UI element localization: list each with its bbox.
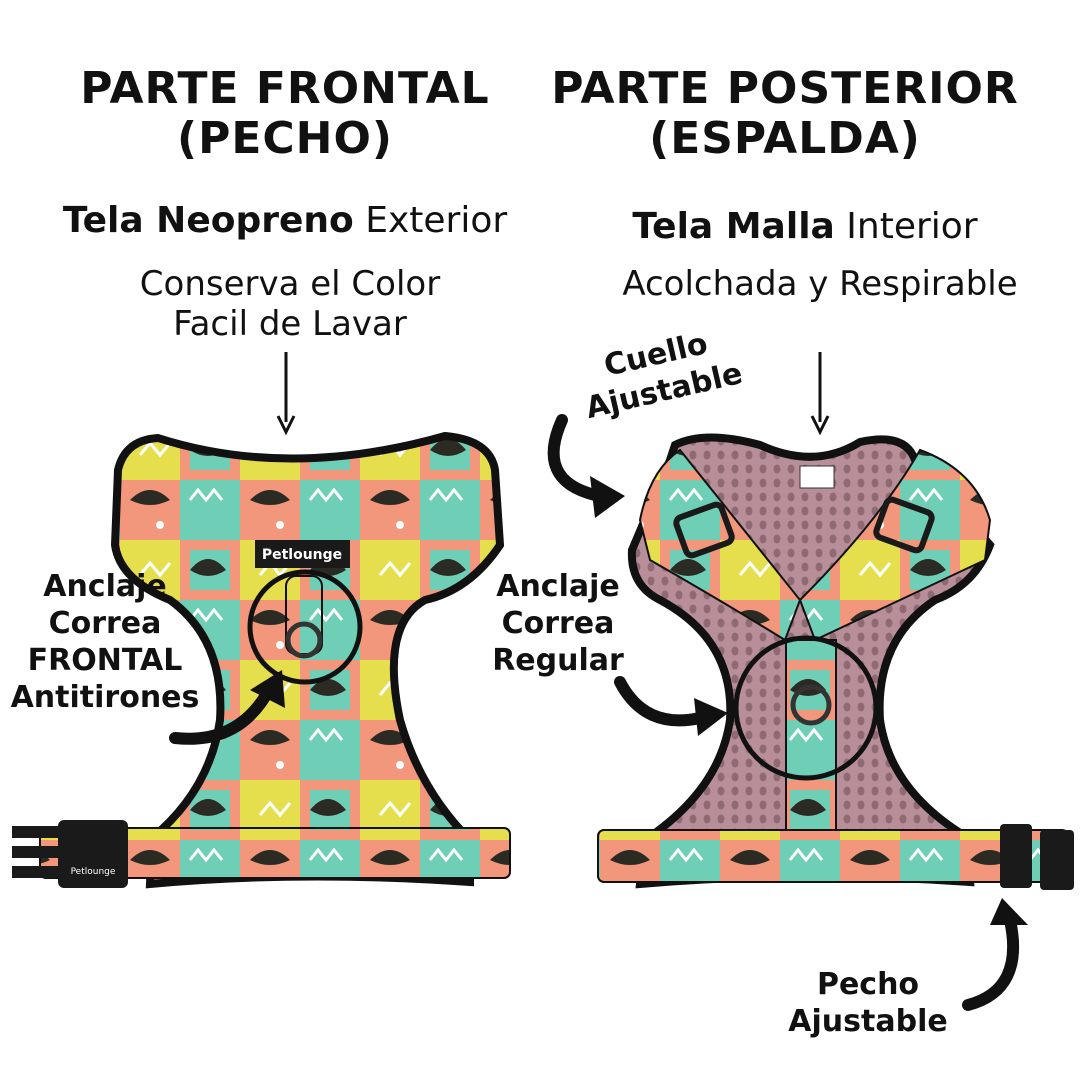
back-fabric-bold: Tela Malla [632,206,835,247]
back-anchor-circle [733,635,879,781]
front-anchor-circle [247,569,363,685]
front-title: PARTE FRONTAL (PECHO) [60,64,510,164]
back-anchor-callout: Anclaje Correa Regular [478,568,638,679]
front-description: Conserva el Color Facil de Lavar [80,264,500,344]
callout-line: Pecho [816,967,920,1002]
curved-arrow-icon-neck [547,414,625,518]
back-fabric: Tela Malla Interior [560,206,1050,248]
callout-line: Anclaje [496,569,620,604]
front-harness-image: Petlounge Petlounge [12,431,511,889]
curved-arrow-icon-chest [962,898,1028,1011]
front-fabric: Tela Neopreno Exterior [20,200,550,242]
back-title-line1: PARTE POSTERIOR [551,63,1019,114]
front-title-line2: (PECHO) [176,113,394,164]
callout-line: Ajustable [788,1004,948,1039]
front-anchor-callout: Anclaje Correa FRONTAL Antitirones [0,568,210,716]
callout-line: FRONTAL [27,643,183,678]
callout-line: Antitirones [10,680,200,715]
front-down-arrow-icon [276,352,296,436]
back-desc-line1: Acolchada y Respirable [622,264,1018,304]
back-description: Acolchada y Respirable [585,264,1055,304]
chest-callout: Pecho Ajustable [778,966,958,1040]
curved-arrow-icon-front-anchor [169,670,285,745]
front-fabric-bold: Tela Neopreno [62,200,354,241]
front-title-line1: PARTE FRONTAL [80,63,490,114]
back-down-arrow-icon [810,352,830,436]
back-harness-image [597,433,1074,890]
callout-line: Correa [48,606,162,641]
back-title: PARTE POSTERIOR (ESPALDA) [545,64,1025,164]
front-fabric-rest: Exterior [365,200,508,241]
buckle-brand-text: Petlounge [71,867,116,877]
back-fabric-rest: Interior [846,206,978,247]
front-desc-line1: Conserva el Color [139,264,441,304]
callout-line: Anclaje [43,569,167,604]
curved-arrow-icon-back-anchor [614,676,728,736]
brand-label-text: Petlounge [262,547,342,563]
back-title-line2: (ESPALDA) [649,113,921,164]
callout-line: Correa [501,606,615,641]
front-desc-line2: Facil de Lavar [173,304,407,344]
callout-line: Regular [492,643,624,678]
